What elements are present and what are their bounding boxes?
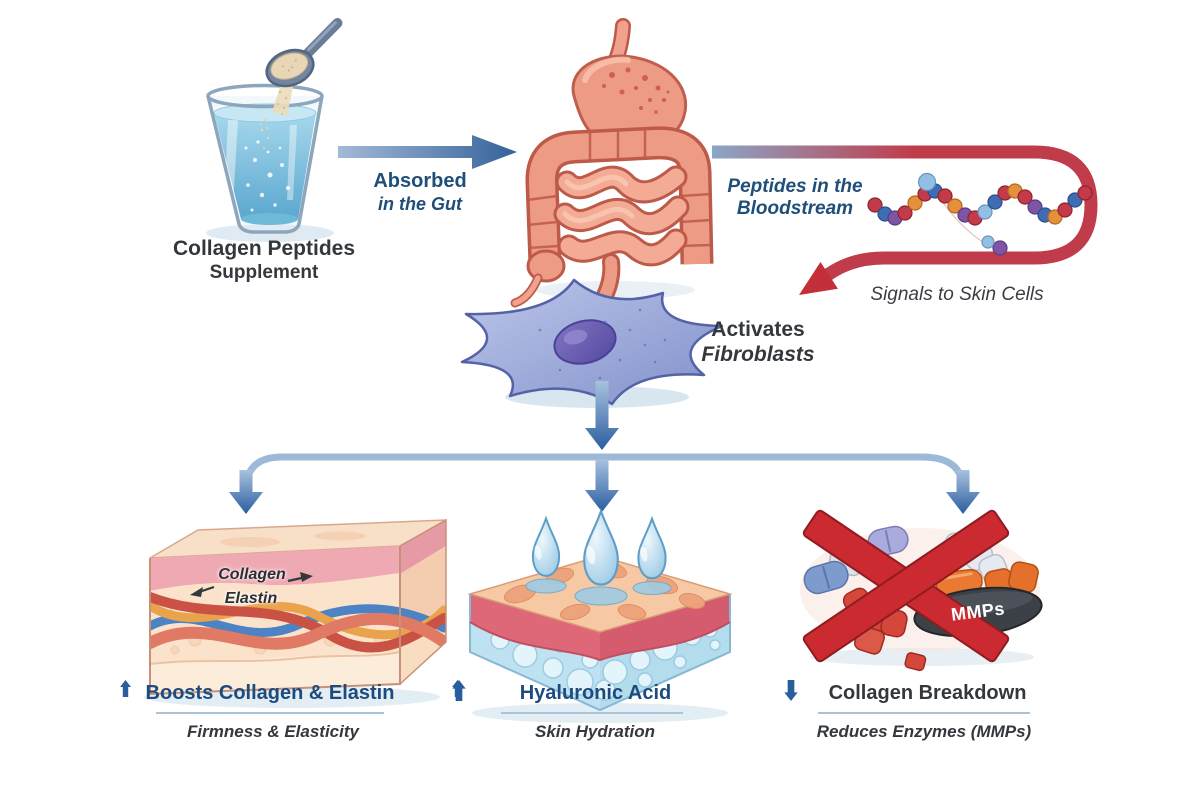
right-arrow-icon bbox=[300, 572, 313, 582]
skin-layer-label-elastin: Elastin bbox=[224, 590, 278, 607]
collagen-elastin-fibers bbox=[150, 592, 446, 653]
supplement-caption: Collagen Peptides Supplement bbox=[173, 237, 355, 284]
fibroblast-label-line1: Activates bbox=[711, 318, 805, 341]
outcome-headline: Hyaluronic Acid bbox=[452, 680, 732, 706]
dissolving-powder bbox=[260, 118, 270, 149]
outcome-headline-text: Collagen Breakdown bbox=[828, 682, 1027, 704]
divider-line bbox=[818, 712, 1030, 714]
label-pointer-arrows bbox=[190, 572, 313, 597]
skin-cross-section-illustration bbox=[149, 518, 447, 696]
supplement-caption-line2: Supplement bbox=[209, 261, 319, 283]
powder-specks bbox=[276, 90, 288, 115]
supplement-glass-illustration bbox=[206, 18, 343, 234]
outcome-subline-text: Reduces Enzymes (MMPs) bbox=[816, 722, 1032, 741]
cell-speckles bbox=[538, 308, 667, 380]
outcome-collagen-breakdown: Collagen Breakdown Reduces Enzymes (MMPs… bbox=[784, 680, 1064, 743]
branch-arrows bbox=[229, 381, 980, 514]
small-intestine bbox=[553, 165, 690, 267]
peptide-chain-illustration bbox=[867, 172, 1093, 256]
outcome-subline-text: Firmness & Elasticity bbox=[187, 722, 359, 741]
outcome-headline: Collagen Breakdown bbox=[784, 680, 1064, 706]
divider-line bbox=[156, 712, 384, 714]
red-cross-icon bbox=[802, 509, 1010, 663]
bloodstream-signal-arrow bbox=[712, 145, 1098, 295]
skin-layer-label-collagen: Collagen bbox=[218, 566, 286, 583]
water-droplet-icons bbox=[531, 507, 667, 586]
bloodstream-arrow-label: Peptides in the Bloodstream bbox=[727, 176, 862, 221]
signal-arrow-label: Signals to Skin Cells bbox=[870, 284, 1044, 305]
outcome-hyaluronic-acid: Hyaluronic Acid Skin Hydration bbox=[452, 680, 732, 743]
divider-line bbox=[501, 712, 683, 714]
mmp-enzymes-illustration bbox=[800, 509, 1043, 672]
bubbles bbox=[244, 140, 290, 212]
left-arrow-icon bbox=[190, 587, 203, 597]
outcome-subline-text: Skin Hydration bbox=[535, 722, 655, 741]
outcome-subline: Reduces Enzymes (MMPs) bbox=[784, 721, 1064, 743]
outcome-headline-text: Boosts Collagen & Elastin bbox=[145, 682, 395, 704]
absorption-label-italic: in the Gut bbox=[378, 193, 462, 214]
outcome-subline: Firmness & Elasticity bbox=[120, 680, 420, 743]
fibroblast-label-line2: Fibroblasts bbox=[701, 342, 815, 366]
digestive-tract-illustration bbox=[510, 18, 714, 313]
outcome-collagen-elastin: Boosts Collagen & Elastin Firmness & Ela… bbox=[120, 680, 420, 743]
outcome-headline-text: Hyaluronic Acid bbox=[519, 682, 672, 704]
supplement-caption-line1: Collagen Peptides bbox=[172, 237, 356, 260]
scoop-icon bbox=[265, 18, 343, 88]
absorption-arrow bbox=[338, 135, 517, 169]
hydrated-skin-illustration bbox=[467, 507, 733, 712]
powder-stream bbox=[272, 84, 293, 116]
fibroblast-label: Activates Fibroblasts bbox=[701, 318, 814, 368]
fibroblast-illustration bbox=[460, 278, 724, 406]
bloodstream-label-line2: Bloodstream bbox=[736, 198, 854, 220]
outcome-subline: Skin Hydration bbox=[452, 680, 732, 743]
absorption-label-bold: Absorbed bbox=[373, 170, 467, 192]
red-arrowhead-icon bbox=[799, 261, 838, 295]
outcome-headline: Boosts Collagen & Elastin bbox=[120, 680, 420, 706]
absorption-arrow-label: Absorbed in the Gut bbox=[373, 170, 466, 215]
bloodstream-label-line1: Peptides in the bbox=[727, 176, 863, 197]
